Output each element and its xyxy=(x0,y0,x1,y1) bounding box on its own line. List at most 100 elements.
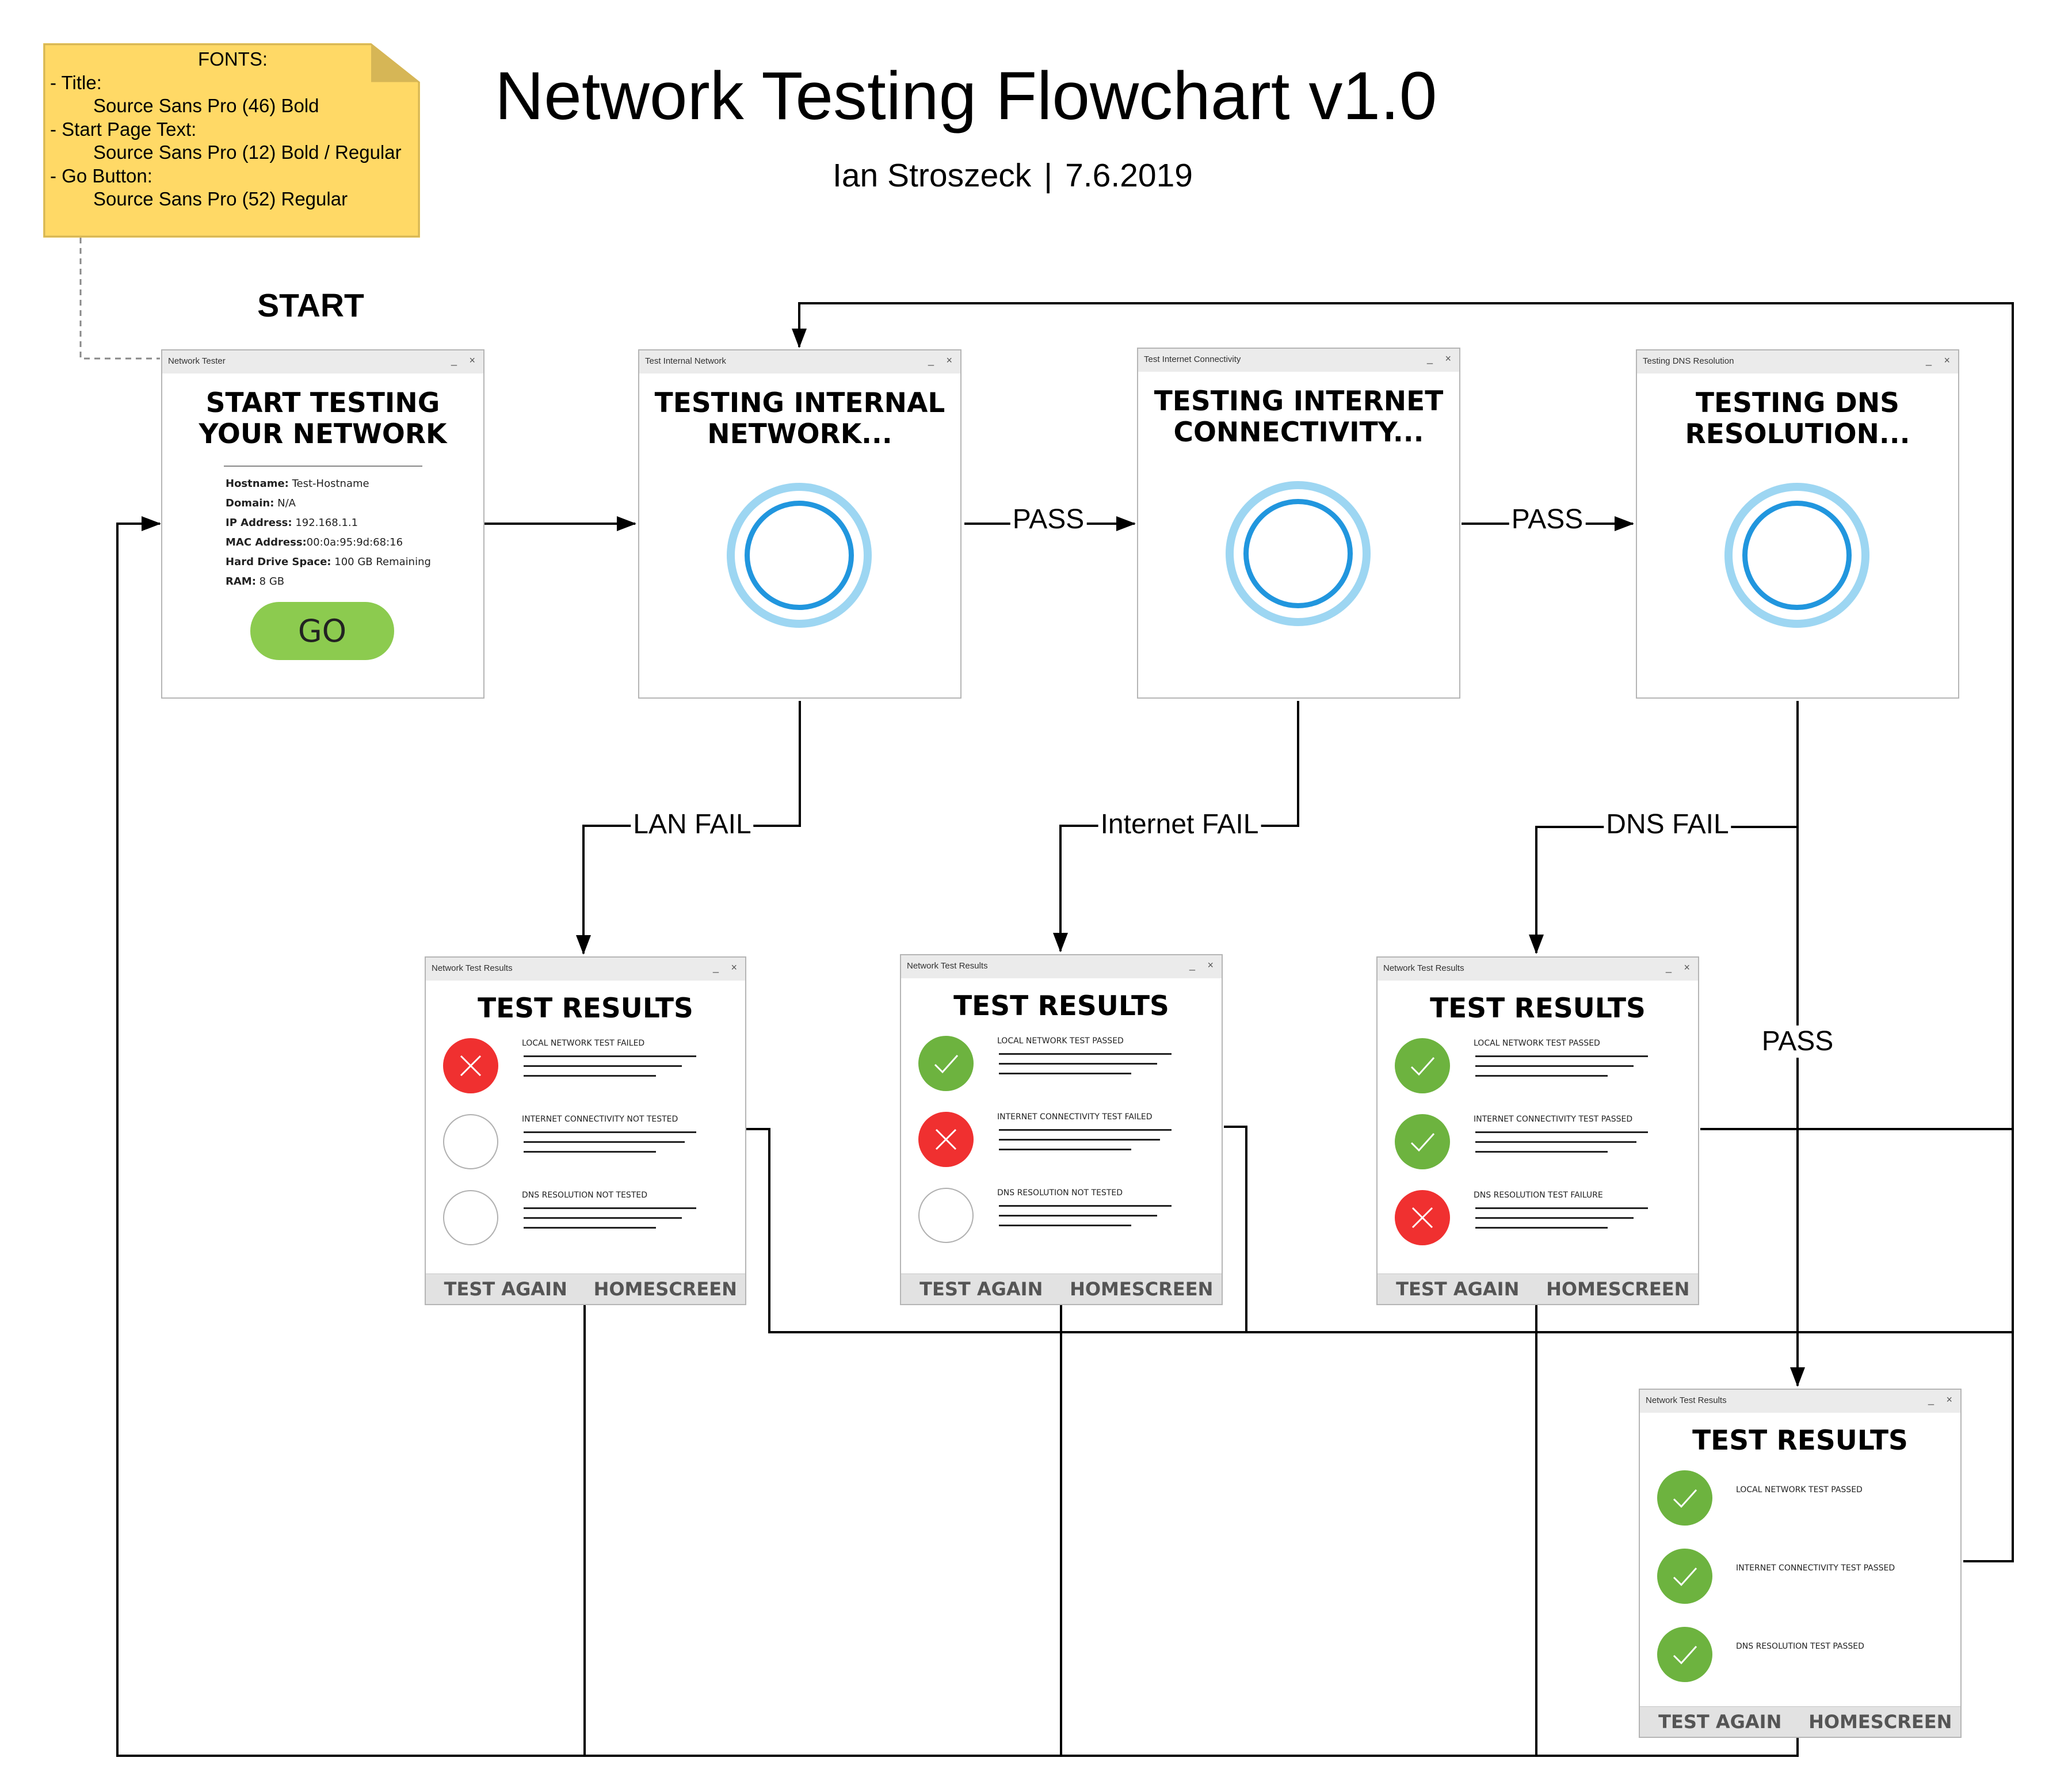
info-ip: IP Address: 192.168.1.1 xyxy=(226,517,358,529)
placeholder-text-line xyxy=(999,1129,1172,1131)
result-row: LOCAL NETWORK TEST PASSED xyxy=(1657,1470,1949,1534)
font-note-line: - Start Page Text: xyxy=(50,118,197,140)
result-row: DNS RESOLUTION NOT TESTED xyxy=(443,1190,734,1253)
heading-line: START TESTING xyxy=(205,387,440,419)
result-label: DNS RESOLUTION TEST FAILURE xyxy=(1474,1191,1603,1200)
results-heading: TEST RESULTS xyxy=(478,993,693,1024)
heading-line: YOUR NETWORK xyxy=(199,418,447,450)
pass-check-icon xyxy=(1395,1114,1450,1169)
results-button-bar: TEST AGAIN HOMESCREEN xyxy=(426,1274,745,1304)
edge-test-again-r1 xyxy=(746,1128,2013,1333)
edge-test-again-r2 xyxy=(1224,1126,1247,1332)
font-note-line: - Title: xyxy=(50,71,102,93)
result-label: INTERNET CONNECTIVITY TEST PASSED xyxy=(1736,1564,1895,1573)
minimize-icon[interactable]: _ xyxy=(928,354,934,366)
test-again-button[interactable]: TEST AGAIN xyxy=(1396,1278,1520,1300)
window-title: Network Tester xyxy=(168,356,226,366)
results-button-bar: TEST AGAIN HOMESCREEN xyxy=(1378,1274,1698,1304)
placeholder-text-line xyxy=(1475,1151,1608,1153)
homescreen-button[interactable]: HOMESCREEN xyxy=(1808,1711,1952,1733)
minimize-icon[interactable]: _ xyxy=(451,354,457,366)
placeholder-text-line xyxy=(524,1151,656,1153)
close-icon[interactable]: × xyxy=(1946,1394,1952,1405)
homescreen-button[interactable]: HOMESCREEN xyxy=(593,1278,737,1300)
placeholder-text-line xyxy=(999,1215,1157,1217)
fail-x-icon xyxy=(918,1112,974,1167)
result-label: INTERNET CONNECTIVITY TEST FAILED xyxy=(997,1112,1153,1122)
info-mac: MAC Address:00:0a:95:9d:68:16 xyxy=(226,536,403,548)
result-row: INTERNET CONNECTIVITY NOT TESTED xyxy=(443,1114,734,1177)
minimize-icon[interactable]: _ xyxy=(1928,1394,1934,1405)
minimize-icon[interactable]: _ xyxy=(1426,353,1433,364)
window-title: Test Internet Connectivity xyxy=(1144,354,1241,364)
result-row: DNS RESOLUTION NOT TESTED xyxy=(918,1188,1210,1251)
loading-spinner-icon xyxy=(1724,483,1869,628)
placeholder-text-line xyxy=(999,1053,1172,1055)
close-icon[interactable]: × xyxy=(946,354,952,366)
not-tested-circle-icon xyxy=(443,1114,498,1169)
result-row: LOCAL NETWORK TEST FAILED xyxy=(443,1038,734,1101)
edge-homescreen-r4 xyxy=(116,516,1799,1757)
placeholder-text-line xyxy=(1475,1075,1608,1077)
heading-line: TESTING INTERNAL xyxy=(654,387,945,419)
placeholder-text-line xyxy=(1475,1131,1648,1133)
system-info: Hostname: Test-Hostname Domain: N/A IP A… xyxy=(226,474,431,592)
minimize-icon[interactable]: _ xyxy=(1925,354,1932,366)
results-heading: TEST RESULTS xyxy=(1430,993,1646,1024)
close-icon[interactable]: × xyxy=(731,962,737,973)
test-again-button[interactable]: TEST AGAIN xyxy=(1658,1711,1782,1733)
author: Ian Stroszeck xyxy=(832,157,1032,194)
result-label: LOCAL NETWORK TEST FAILED xyxy=(522,1039,645,1048)
not-tested-circle-icon xyxy=(918,1188,974,1243)
close-icon[interactable]: × xyxy=(1944,354,1950,366)
titlebar: Network Test Results _ × xyxy=(901,955,1222,978)
result-row: LOCAL NETWORK TEST PASSED xyxy=(918,1036,1210,1099)
test-again-button[interactable]: TEST AGAIN xyxy=(919,1278,1043,1300)
edge-test-again-r4 xyxy=(792,302,2014,1562)
placeholder-text-line xyxy=(999,1063,1157,1065)
minimize-icon[interactable]: _ xyxy=(1189,959,1195,971)
result-label: LOCAL NETWORK TEST PASSED xyxy=(997,1036,1124,1046)
close-icon[interactable]: × xyxy=(1207,959,1214,971)
start-label: START xyxy=(257,287,364,324)
note-connector xyxy=(79,238,160,360)
placeholder-text-line xyxy=(524,1227,656,1229)
font-note-line: Source Sans Pro (52) Regular xyxy=(93,188,348,209)
result-row: INTERNET CONNECTIVITY TEST PASSED xyxy=(1657,1549,1949,1612)
heading-line: NETWORK... xyxy=(707,418,892,450)
results-window-internet-fail: Network Test Results _ × TEST RESULTS LOCAL … xyxy=(900,954,1223,1305)
homescreen-button[interactable]: HOMESCREEN xyxy=(1546,1278,1690,1300)
minimize-icon[interactable]: _ xyxy=(712,962,719,973)
go-button[interactable]: GO xyxy=(250,602,394,660)
result-label: INTERNET CONNECTIVITY NOT TESTED xyxy=(522,1115,678,1124)
close-icon[interactable]: × xyxy=(1684,962,1690,973)
pass-check-icon xyxy=(918,1036,974,1091)
placeholder-text-line xyxy=(1475,1055,1648,1057)
test-again-button[interactable]: TEST AGAIN xyxy=(444,1278,567,1300)
result-row: DNS RESOLUTION TEST PASSED xyxy=(1657,1627,1949,1690)
placeholder-text-line xyxy=(999,1149,1131,1150)
pass-check-icon xyxy=(1657,1470,1712,1526)
info-domain: Domain: N/A xyxy=(226,497,296,509)
results-heading: TEST RESULTS xyxy=(953,990,1169,1022)
results-button-bar: TEST AGAIN HOMESCREEN xyxy=(901,1274,1222,1304)
font-note-line: - Go Button: xyxy=(50,165,152,186)
window-title: Network Test Results xyxy=(907,961,988,971)
placeholder-text-line xyxy=(524,1141,685,1143)
homescreen-button[interactable]: HOMESCREEN xyxy=(1070,1278,1214,1300)
titlebar: Network Test Results_× xyxy=(1640,1390,1960,1413)
close-icon[interactable]: × xyxy=(469,354,475,366)
start-window: Network Tester _ × START TESTING YOUR NE… xyxy=(161,349,484,699)
result-label: INTERNET CONNECTIVITY TEST PASSED xyxy=(1474,1115,1633,1124)
divider xyxy=(224,466,422,467)
close-icon[interactable]: × xyxy=(1445,353,1451,364)
placeholder-text-line xyxy=(524,1131,696,1133)
fail-x-icon xyxy=(1395,1190,1450,1245)
font-note-line: Source Sans Pro (46) Bold xyxy=(93,95,319,116)
minimize-icon[interactable]: _ xyxy=(1665,962,1672,973)
